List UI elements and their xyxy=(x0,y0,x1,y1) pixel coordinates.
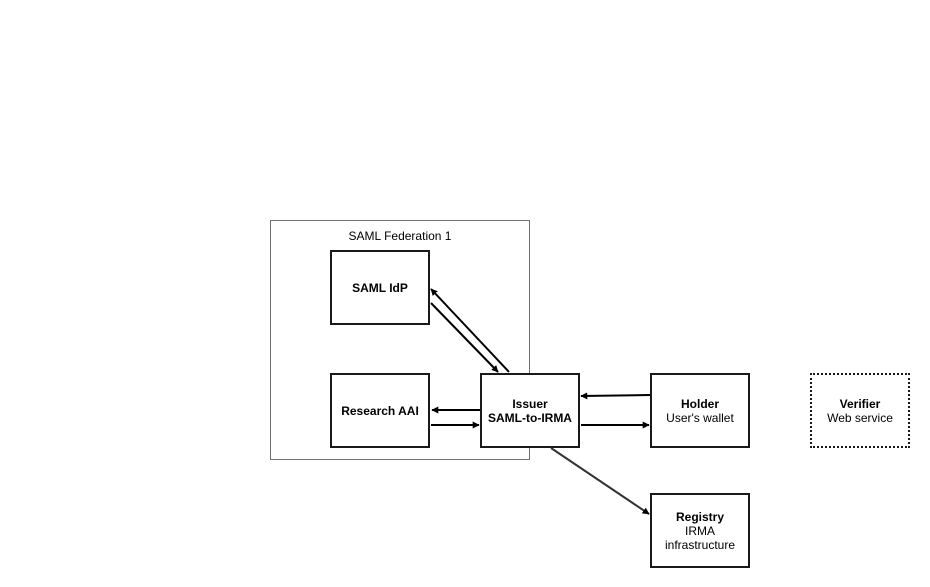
research-aai-title: Research AAI xyxy=(341,403,419,418)
edge-issuer-to-registry xyxy=(550,447,650,515)
saml-idp-title: SAML IdP xyxy=(352,280,408,295)
group-label: SAML Federation 1 xyxy=(348,229,452,243)
holder-title: Holder xyxy=(680,396,719,411)
holder-subtitle: User's wallet xyxy=(666,410,734,425)
registry-subtitle: IRMA infrastructure xyxy=(664,523,736,552)
saml-idp-node[interactable]: SAML IdP xyxy=(330,250,430,325)
verifier-subtitle: Web service xyxy=(827,410,893,425)
issuer-node[interactable]: Issuer SAML-to-IRMA xyxy=(480,373,580,448)
verifier-node[interactable]: Verifier Web service xyxy=(810,373,910,448)
research-aai-node[interactable]: Research AAI xyxy=(330,373,430,448)
edge-holder-to-issuer xyxy=(580,392,651,400)
issuer-subtitle: SAML-to-IRMA xyxy=(488,410,572,425)
registry-node[interactable]: Registry IRMA infrastructure xyxy=(650,493,750,568)
verifier-title: Verifier xyxy=(839,396,881,411)
holder-node[interactable]: Holder User's wallet xyxy=(650,373,750,448)
issuer-title: Issuer xyxy=(512,396,548,411)
registry-title: Registry xyxy=(675,509,725,524)
